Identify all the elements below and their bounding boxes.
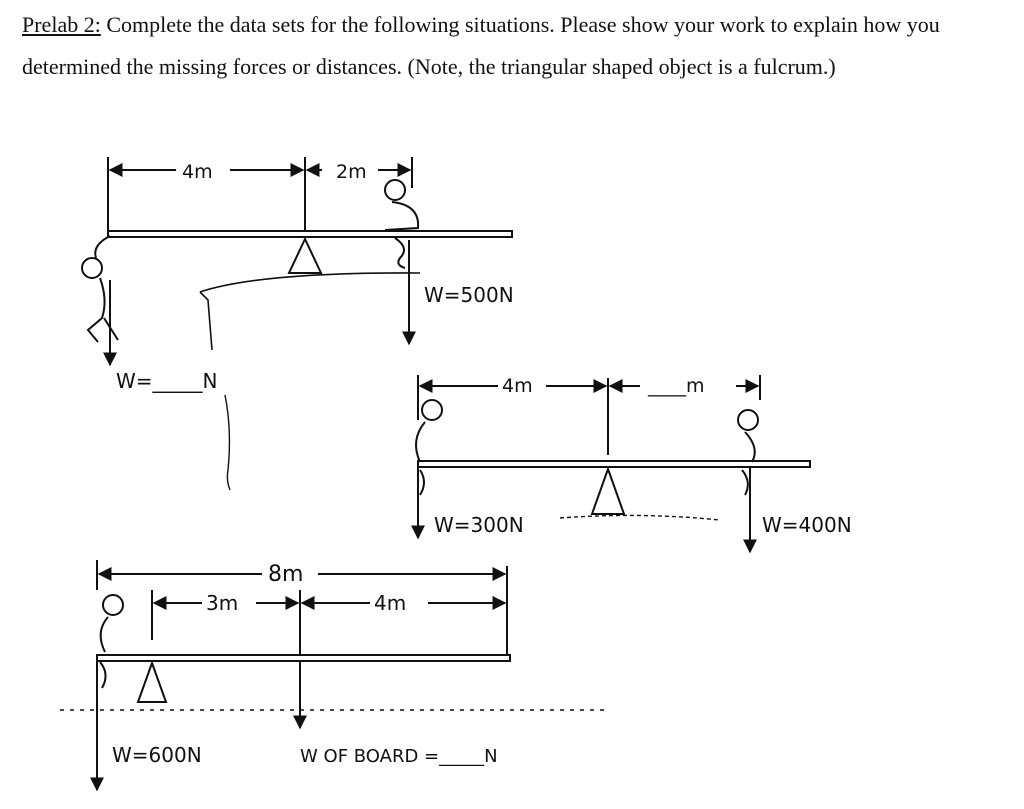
prelab-label: Prelab 2: [22,12,101,37]
fig2-left-distance: 4m [502,375,533,397]
figure-1: 4m 2m W=500N W=_____N [81,157,514,491]
fig1-dimension-lines [107,157,413,230]
fig2-board [417,460,811,468]
fig3-person-weight: W=600N [112,743,202,767]
fig1-left-weight: W=_____N [116,369,218,393]
fig2-dimension-lines [417,375,761,455]
fig1-right-person-icon [384,179,420,269]
fig2-left-weight: W=300N [434,513,524,537]
fig2-ground-line [559,514,721,521]
fig2-right-weight: W=400N [762,513,852,537]
fig3-board-length: 8m [268,562,303,587]
figure-2: 4m ____m W=300N W=400N [411,375,852,554]
fig1-fulcrum [287,236,323,274]
fig2-right-distance: ____m [647,375,705,397]
fig1-board [107,230,513,238]
fig3-board-weight: W OF BOARD =_____N [300,746,498,767]
fig1-right-distance: 2m [336,161,367,183]
fig3-fulcrum [136,660,168,703]
fig1-ground-stem [199,291,213,351]
prompt-paragraph: Prelab 2: Complete the data sets for the… [22,4,982,88]
prompt-text: Complete the data sets for the following… [22,12,940,79]
fig3-person-icon [99,594,124,689]
fig3-board [96,654,511,662]
fig1-ground-line [199,272,421,293]
fig2-fulcrum [590,466,626,515]
figure-3: 8m 3m 4m W=600N W OF BOARD =_____N [60,560,610,792]
fig1-left-person-icon [81,235,119,343]
fig1-left-distance: 4m [182,161,213,183]
fig3-dimension-lines [96,560,508,655]
fig3-left-distance: 3m [206,591,238,615]
fig1-right-weight: W=500N [424,283,514,307]
fig2-left-person-icon [415,399,443,496]
fig2-right-person-icon [737,409,759,496]
fig1-squiggle [224,394,231,491]
fig3-right-distance: 4m [374,591,406,615]
